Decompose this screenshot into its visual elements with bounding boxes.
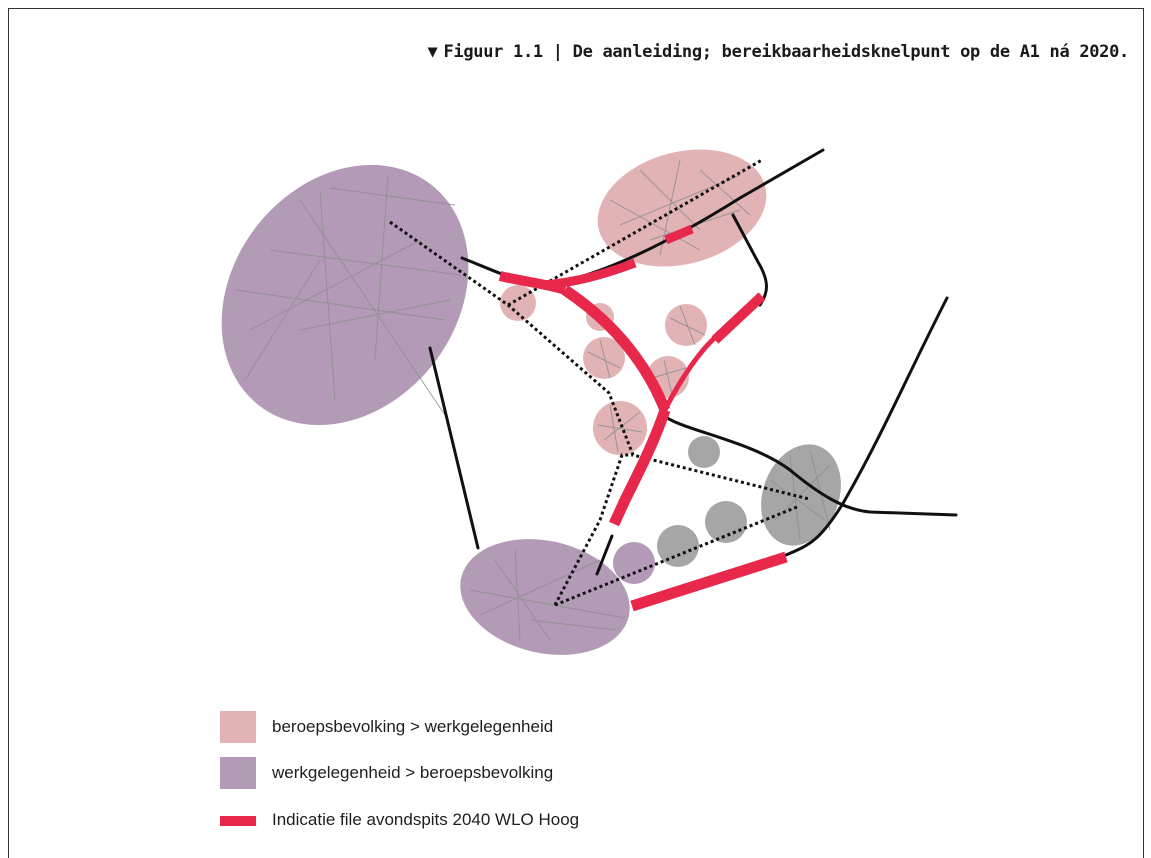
congestion-right-branch: [662, 333, 720, 412]
congestion-right-thick: [711, 292, 766, 344]
road-east-vertical: [784, 296, 949, 557]
figure-caption: ▼Figuur 1.1 | De aanleiding; bereikbaarh…: [427, 42, 1130, 62]
congestion: [498, 224, 788, 612]
triangle-down-icon: ▼: [427, 42, 438, 62]
street-hatching: [235, 159, 831, 641]
congestion-central-south: [609, 408, 671, 527]
regions: [221, 149, 841, 655]
road-south-connector: [595, 534, 614, 576]
region-small-pink: [583, 337, 625, 379]
congestion-a1-pink: [664, 224, 694, 245]
road-central-east: [661, 413, 958, 517]
figure-frame: [8, 8, 1144, 858]
legend-label: werkgelegenheid > beroepsbevolking: [272, 763, 554, 782]
region-small-grey: [705, 501, 747, 543]
region-small-pink: [665, 304, 707, 346]
legend-swatch-purple: [220, 757, 256, 789]
congestion-south: [630, 551, 788, 612]
region-purple-south: [460, 539, 630, 655]
legend-item-pink: beroepsbevolking > werkgelegenheid: [220, 711, 553, 743]
region-small-pink: [500, 285, 536, 321]
legend-label: beroepsbevolking > werkgelegenheid: [272, 717, 554, 736]
legend-swatch-pink: [220, 711, 256, 743]
congestion-central-curve: [561, 285, 671, 413]
legend-item-congestion: Indicatie file avondspits 2040 WLO Hoog: [220, 810, 579, 830]
legend-item-purple: werkgelegenheid > beroepsbevolking: [220, 757, 553, 789]
road-west-south: [428, 346, 480, 550]
region-pink-northeast: [597, 149, 767, 267]
region-small-grey: [688, 436, 720, 468]
legend-label: Indicatie file avondspits 2040 WLO Hoog: [272, 810, 580, 829]
region-grey-east: [761, 444, 841, 546]
legend-swatch-congestion: [220, 816, 256, 826]
region-large-purple-west: [221, 164, 469, 426]
region-small-grey: [657, 525, 699, 567]
congestion-west: [498, 271, 567, 295]
congestion-a1-east: [544, 258, 637, 290]
region-small-purple: [613, 542, 655, 584]
caption-text: Figuur 1.1 | De aanleiding; bereikbaarhe…: [443, 42, 1129, 62]
